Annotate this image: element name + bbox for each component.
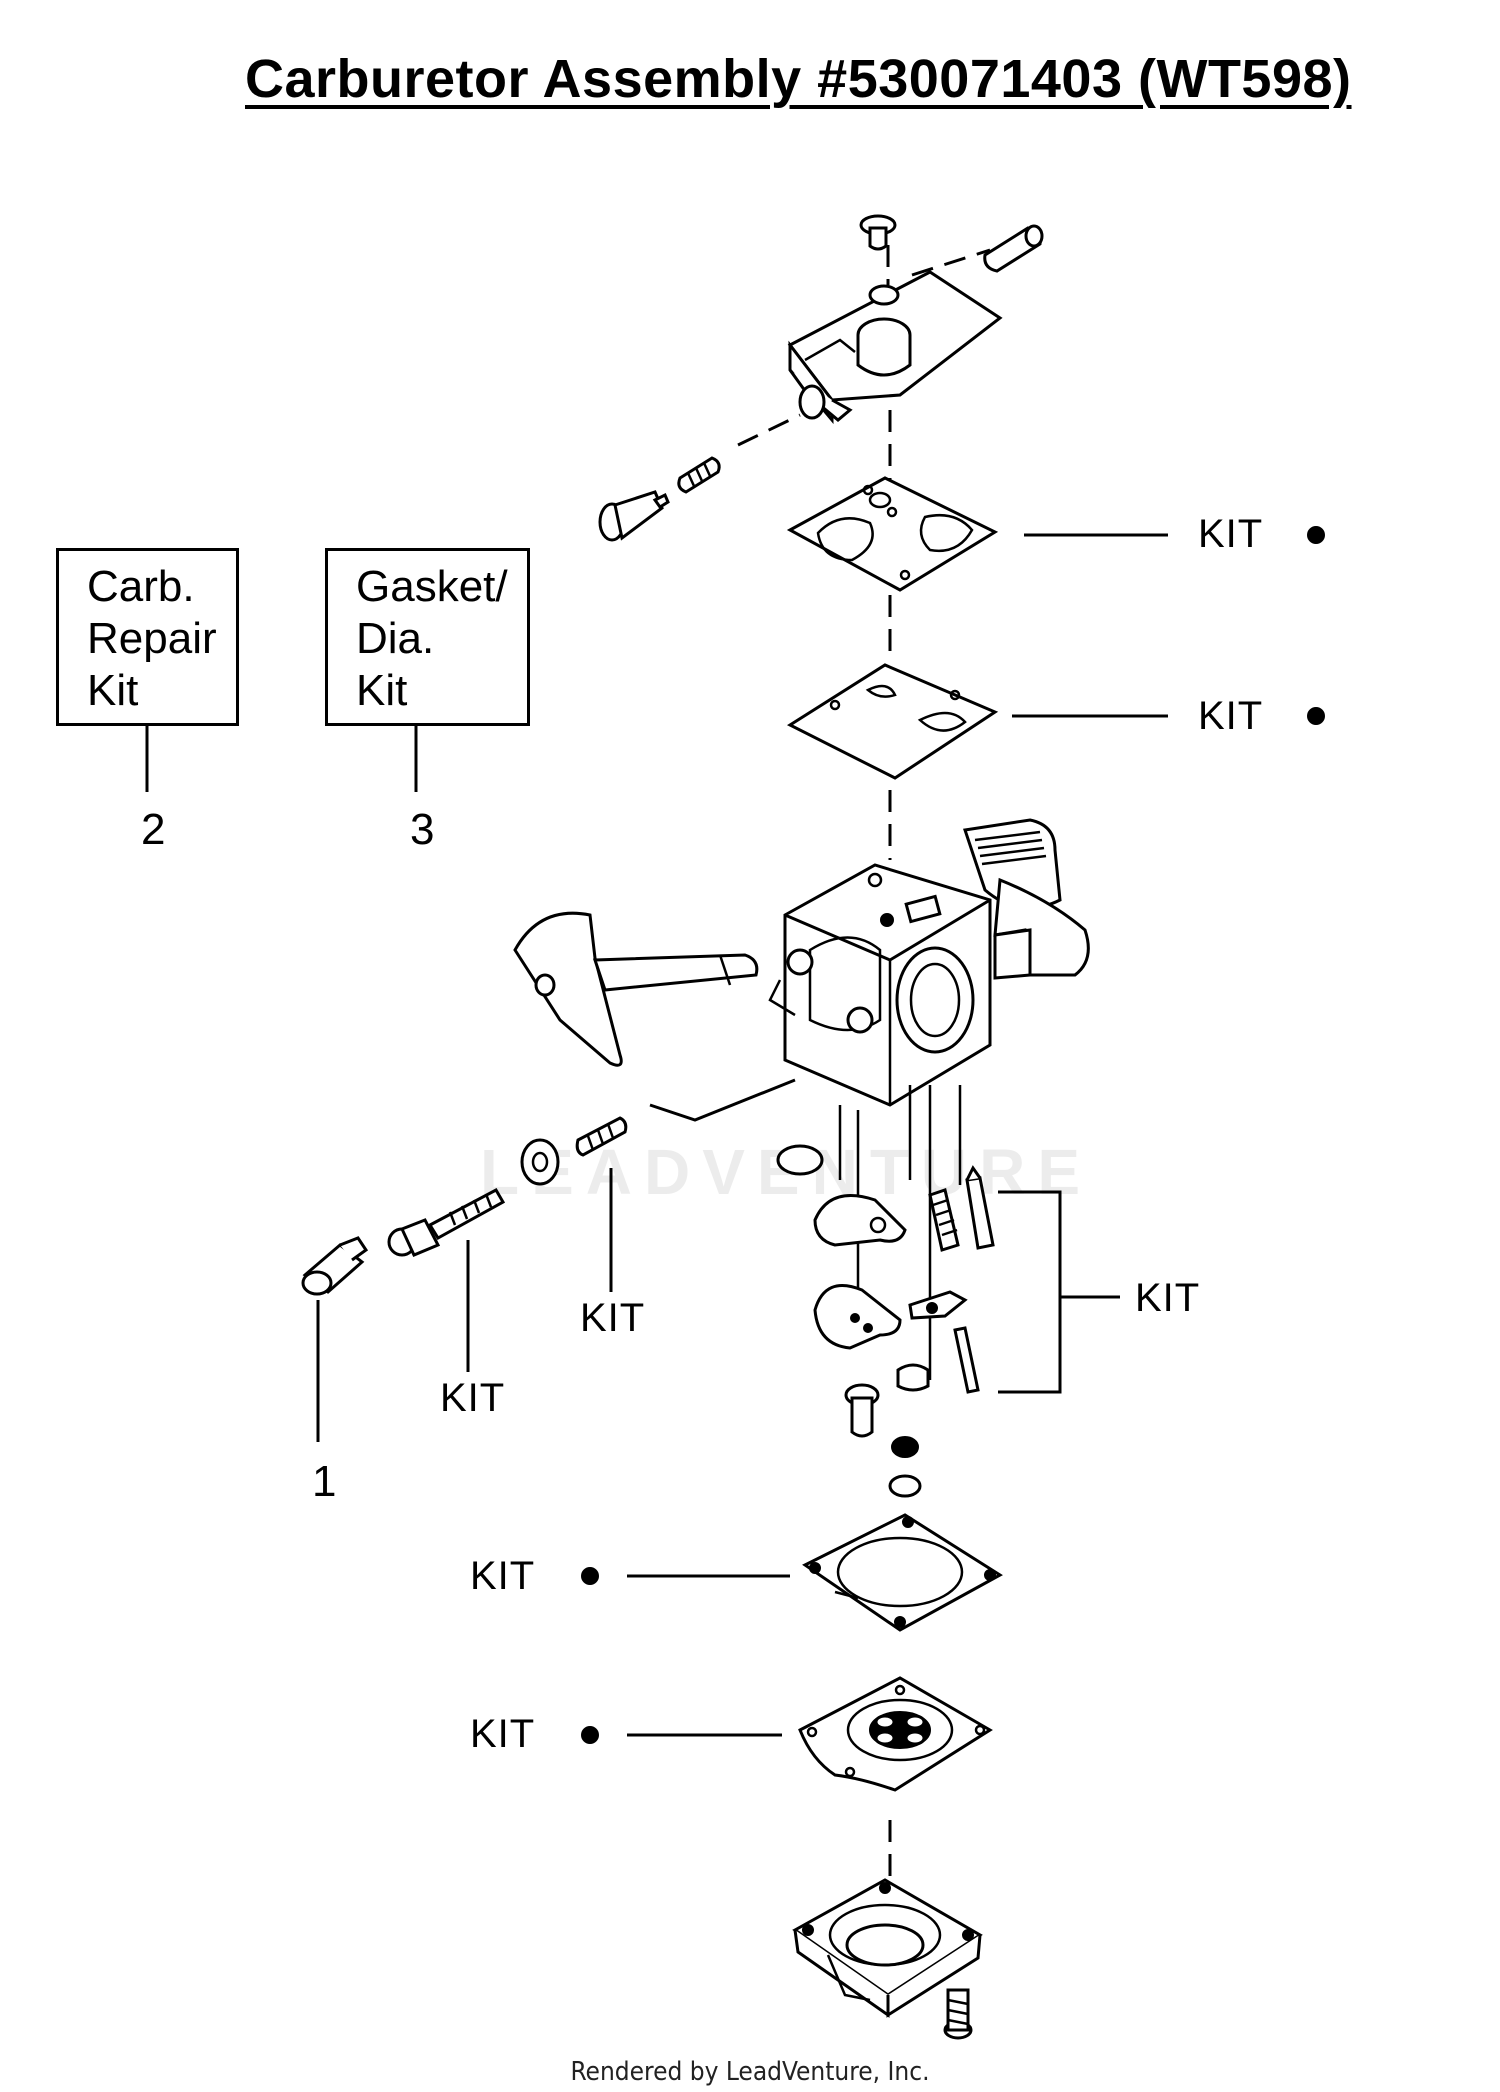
carburetor-body — [768, 863, 992, 1107]
kit-callout-pump-diaphragm: KIT — [1198, 694, 1264, 738]
kit-bullet — [581, 1567, 599, 1585]
legend-line: Carb. — [87, 562, 195, 611]
kit-callout-mixture-needle: KIT — [440, 1376, 506, 1420]
mixture-needle — [387, 1187, 506, 1257]
legend-line: Dia. — [356, 614, 435, 663]
inlet-needle-spring — [928, 1188, 960, 1252]
ref-number-1: 1 — [312, 1457, 337, 1506]
kit-callout-upper-gasket: KIT — [1198, 512, 1264, 556]
pivot-pin — [983, 224, 1044, 273]
kit-callout-needle-spring: KIT — [580, 1296, 646, 1340]
kit-callout-lower-gasket: KIT — [470, 1554, 536, 1598]
legend-ref-number-2: 2 — [141, 805, 166, 854]
needle-spring — [575, 1116, 628, 1157]
kit-bullet — [1307, 707, 1325, 725]
metering-diaphragm — [798, 1676, 993, 1792]
limiter-cap — [301, 1236, 369, 1296]
adjust-spring-top — [677, 456, 721, 494]
pump-cover — [792, 1878, 983, 2018]
legend-line: Kit — [356, 666, 408, 715]
legend-box-carb-repair-kit: Carb. Repair Kit — [56, 548, 239, 726]
metering-cover — [787, 270, 1003, 425]
lever-pin — [953, 1326, 980, 1394]
inlet-needle — [965, 1165, 995, 1250]
legend-ref-number-3: 3 — [410, 805, 435, 854]
legend-line: Kit — [87, 666, 139, 715]
check-valve — [888, 1436, 922, 1498]
legend-line: Gasket/ — [356, 562, 508, 611]
kit-callout-inlet-needle-group: KIT — [1135, 1276, 1201, 1320]
adjust-screw-top — [598, 490, 670, 542]
kit-bullet — [1307, 526, 1325, 544]
upper-gasket — [786, 476, 999, 592]
lever-screw — [896, 1363, 930, 1392]
legend-line: Repair — [87, 614, 217, 663]
lower-gasket — [802, 1513, 1003, 1632]
choke-lever — [513, 911, 759, 1067]
diagram-title: Carburetor Assembly #530071403 (WT598) — [245, 49, 1352, 109]
pump-diaphragm — [786, 663, 999, 780]
lower-screw — [844, 1383, 880, 1438]
throttle-lever — [963, 818, 1090, 980]
needle-washer — [520, 1138, 560, 1186]
lower-lever-plate — [813, 1284, 902, 1350]
cover-screw — [943, 1988, 973, 2040]
upper-lever-plate — [813, 1194, 907, 1247]
kit-callout-metering-diaphragm: KIT — [470, 1712, 536, 1756]
top-screw — [859, 214, 897, 251]
rendered-by-footer: Rendered by LeadVenture, Inc. — [570, 2057, 930, 2087]
legend-box-gasket-dia-kit: Gasket/ Dia. Kit — [325, 548, 530, 726]
inlet-screen — [776, 1144, 824, 1176]
metering-lever — [908, 1290, 968, 1320]
kit-bullet — [581, 1726, 599, 1744]
